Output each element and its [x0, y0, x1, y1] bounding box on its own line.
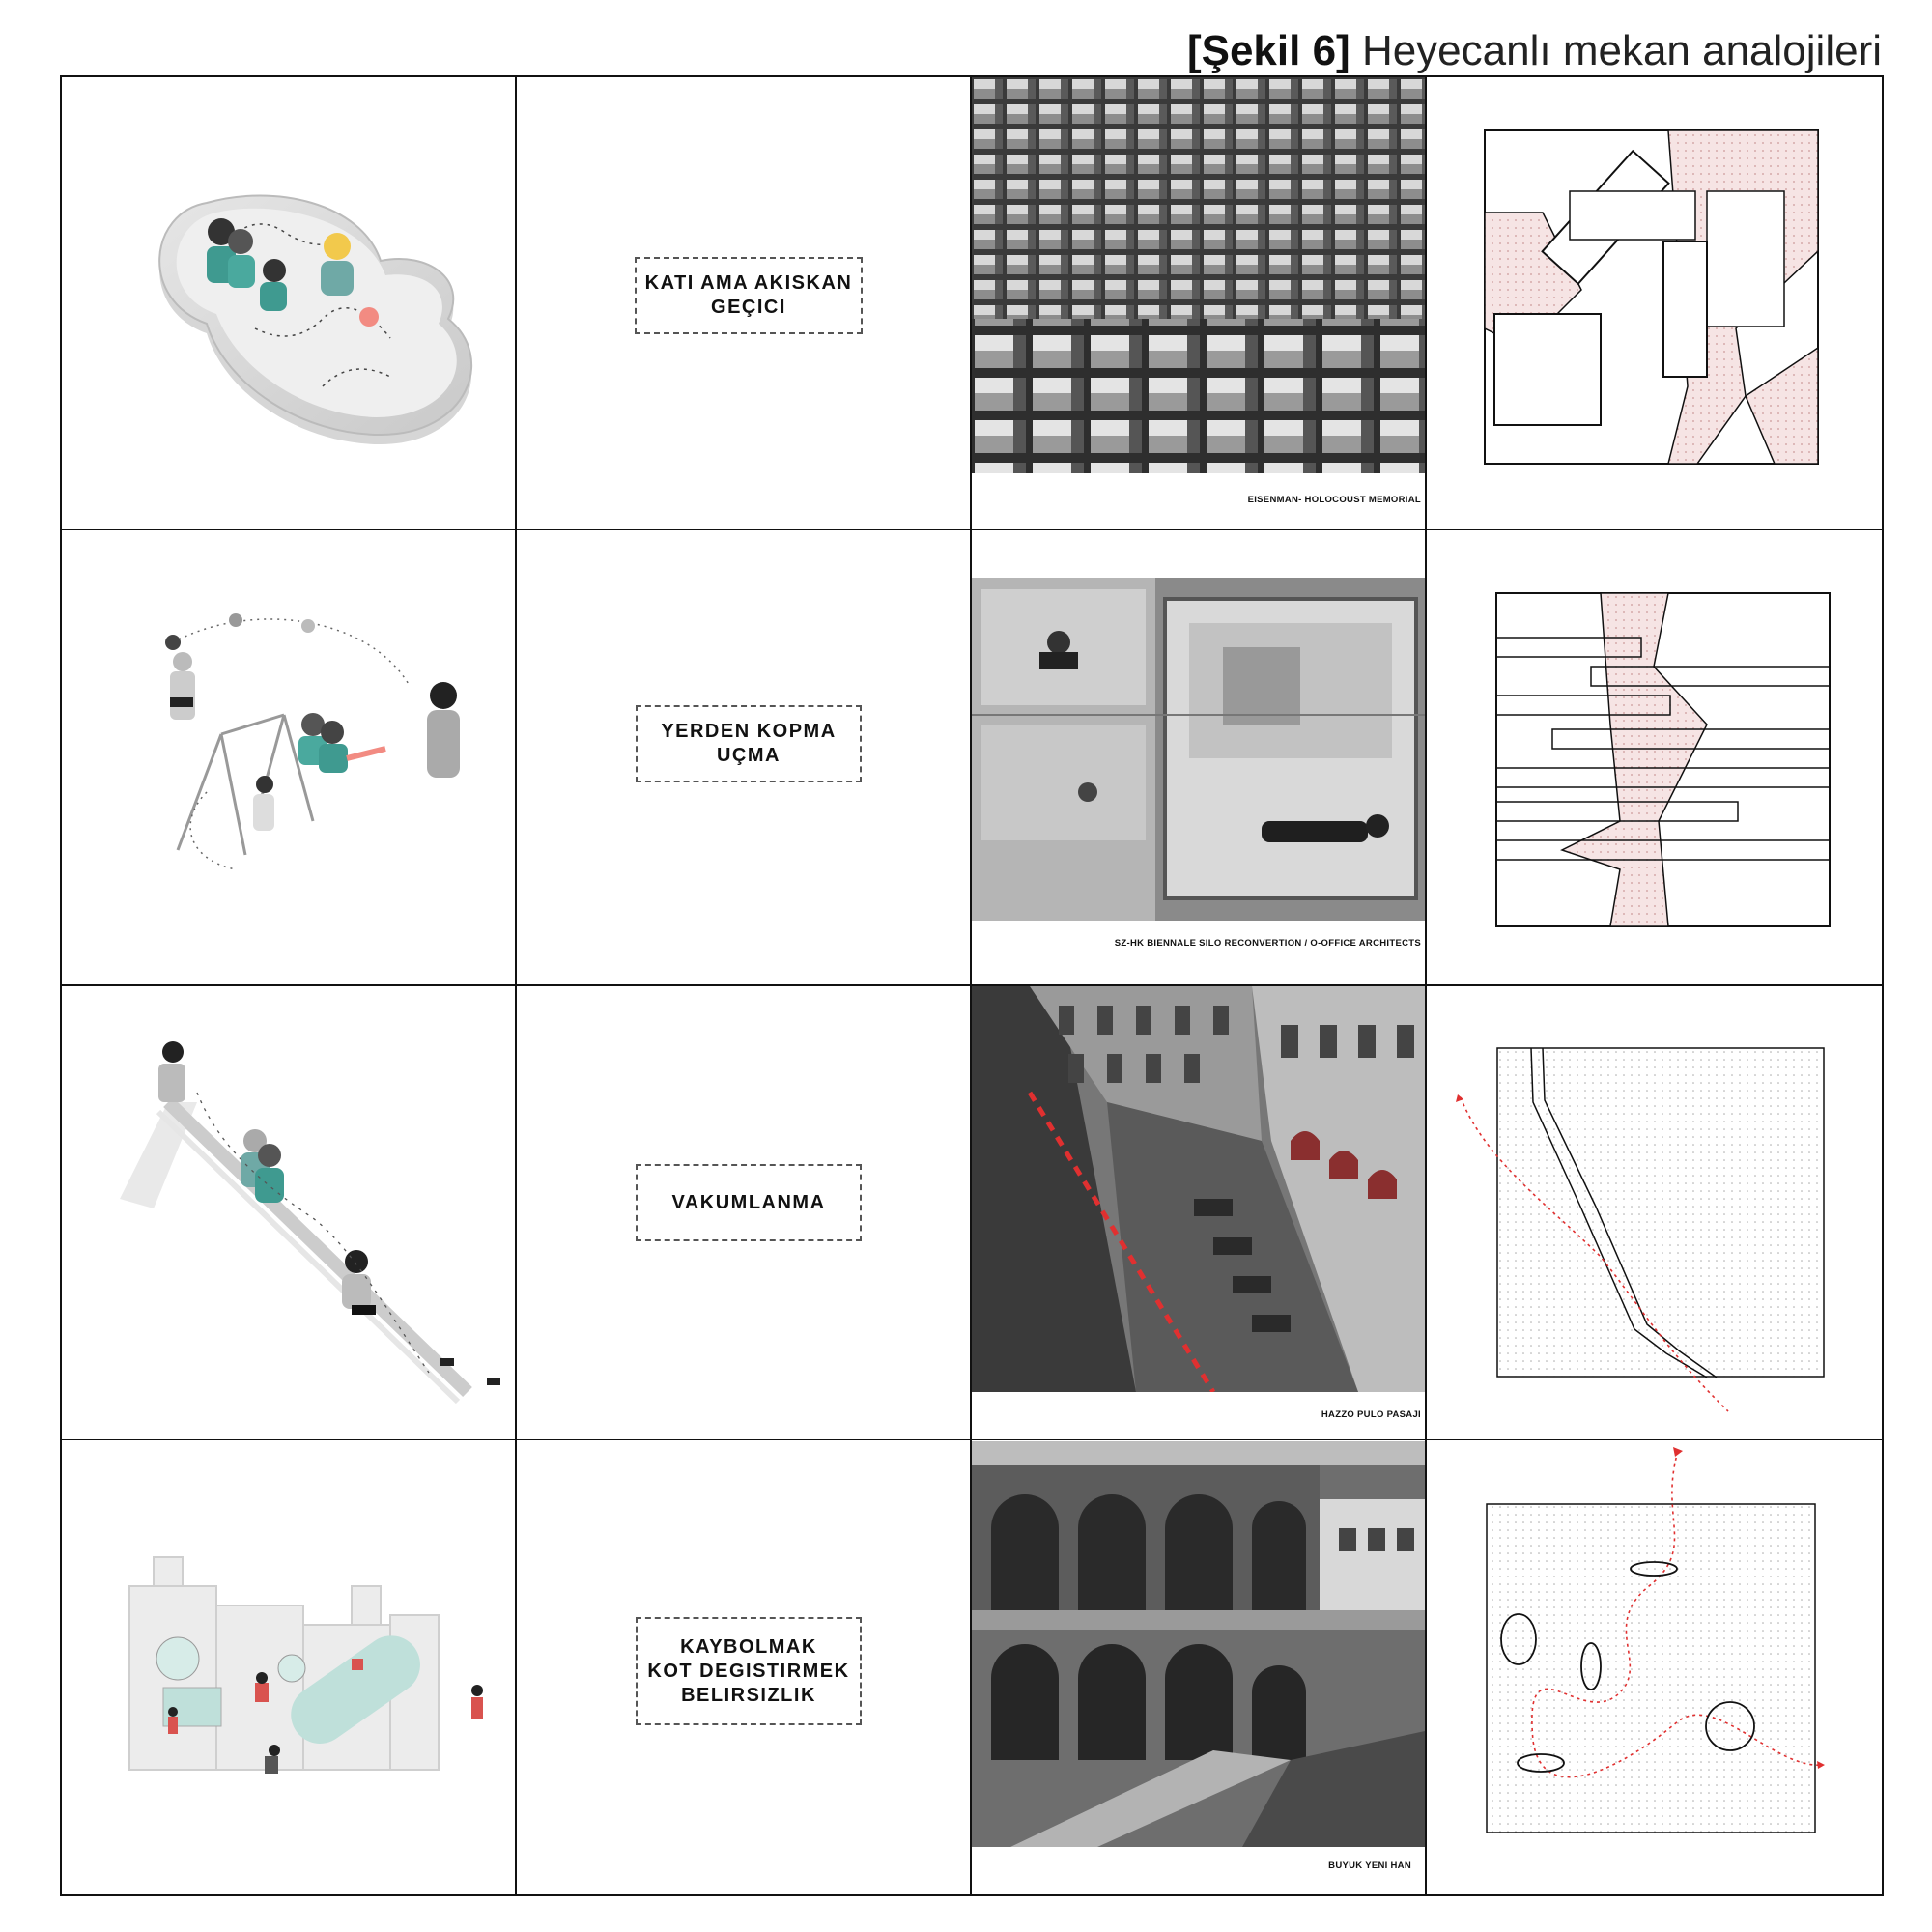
figure-title: [Şekil 6] Heyecanlı mekan analojileri — [1187, 27, 1882, 75]
row2-concept-label: YERDEN KOPMA UÇMA — [636, 705, 862, 782]
table-border-right — [1882, 75, 1884, 1896]
row-divider-1 — [60, 529, 1884, 530]
row3-concept-label: VAKUMLANMA — [636, 1164, 862, 1241]
row3-concept-cell: VAKUMLANMA — [517, 986, 970, 1439]
row-divider-2 — [60, 984, 1884, 986]
row4-photo-caption: BÜYÜK YENİ HAN — [1328, 1861, 1411, 1871]
row2-abstract-diagram — [1427, 531, 1882, 984]
row2-concept-cell: YERDEN KOPMA UÇMA — [517, 531, 970, 984]
row4-abstract-diagram — [1427, 1441, 1882, 1894]
row1-concept-label: KATI AMA AKISKAN GEÇICI — [635, 257, 863, 334]
row4-play-illustration — [62, 1441, 515, 1894]
row4-reference-photo: BÜYÜK YENİ HAN — [972, 1441, 1425, 1894]
row3-reference-photo: HAZZO PULO PASAJI — [972, 986, 1425, 1439]
row4-concept-label: KAYBOLMAK KOT DEGISTIRMEK BELIRSIZLIK — [636, 1617, 862, 1725]
col-divider-1 — [515, 75, 517, 1896]
analogy-table: KATI AMA AKISKAN GEÇICI — [60, 75, 1884, 1896]
col-divider-2 — [970, 75, 972, 1896]
row3-abstract-diagram — [1427, 986, 1882, 1439]
row3-play-illustration — [62, 986, 515, 1439]
row2-play-illustration — [62, 531, 515, 984]
row3-photo-caption: HAZZO PULO PASAJI — [1321, 1409, 1421, 1420]
row1-play-illustration — [62, 77, 515, 529]
table-border-top — [60, 75, 1884, 77]
table-border-bottom — [60, 1894, 1884, 1896]
row1-abstract-diagram — [1427, 77, 1882, 529]
figure-caption: Heyecanlı mekan analojileri — [1361, 27, 1882, 74]
row-divider-3 — [60, 1439, 1884, 1440]
row1-reference-photo: EISENMAN- HOLOCOUST MEMORIAL — [972, 77, 1425, 529]
col-divider-3 — [1425, 75, 1427, 1896]
table-border-left — [60, 75, 62, 1896]
row4-concept-cell: KAYBOLMAK KOT DEGISTIRMEK BELIRSIZLIK — [517, 1441, 970, 1894]
row2-reference-photo: SZ-HK BIENNALE SILO RECONVERTION / O-OFF… — [972, 531, 1425, 984]
row2-photo-caption: SZ-HK BIENNALE SILO RECONVERTION / O-OFF… — [1114, 938, 1421, 949]
figure-number: [Şekil 6] — [1186, 27, 1350, 74]
row1-photo-caption: EISENMAN- HOLOCOUST MEMORIAL — [1247, 495, 1421, 505]
row1-concept-cell: KATI AMA AKISKAN GEÇICI — [517, 77, 970, 529]
